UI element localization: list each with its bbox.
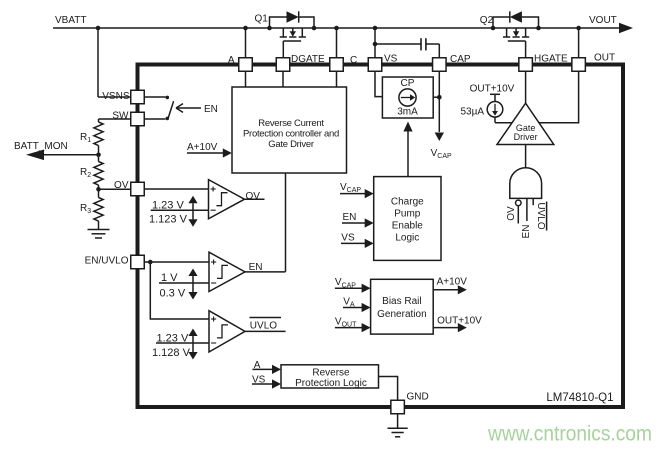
svg-text:EN: EN bbox=[249, 262, 263, 273]
svg-text:Pump: Pump bbox=[394, 208, 421, 219]
svg-text:SW: SW bbox=[112, 111, 129, 122]
svg-text:GND: GND bbox=[407, 392, 429, 403]
svg-text:CAP: CAP bbox=[450, 54, 471, 65]
svg-text:Bias Rail: Bias Rail bbox=[382, 296, 421, 307]
svg-text:1.23 V: 1.23 V bbox=[152, 199, 184, 211]
svg-text:OV: OV bbox=[246, 191, 261, 202]
svg-text:VS: VS bbox=[341, 232, 355, 243]
svg-text:Generation: Generation bbox=[377, 309, 426, 320]
svg-text:OUT+10V: OUT+10V bbox=[437, 316, 482, 327]
svg-text:OV: OV bbox=[114, 180, 129, 191]
svg-text:EN/UVLO: EN/UVLO bbox=[85, 256, 129, 267]
svg-text:VS: VS bbox=[252, 375, 266, 386]
svg-text:CP: CP bbox=[401, 78, 415, 89]
svg-text:Charge: Charge bbox=[391, 196, 424, 207]
svg-text:C: C bbox=[350, 55, 357, 66]
svg-text:A: A bbox=[228, 55, 235, 66]
svg-text:R3: R3 bbox=[80, 203, 91, 215]
svg-text:LM74810-Q1: LM74810-Q1 bbox=[546, 392, 613, 404]
svg-text:A+10V: A+10V bbox=[187, 142, 218, 153]
svg-text:VS: VS bbox=[384, 54, 398, 65]
svg-text:Enable: Enable bbox=[392, 220, 424, 231]
svg-text:EN: EN bbox=[343, 212, 357, 223]
svg-text:OUT: OUT bbox=[594, 53, 615, 64]
svg-text:A+10V: A+10V bbox=[437, 277, 468, 288]
svg-text:A: A bbox=[254, 360, 261, 371]
svg-text:Logic: Logic bbox=[395, 232, 419, 243]
svg-text:Driver: Driver bbox=[514, 132, 538, 142]
svg-text:1 V: 1 V bbox=[161, 272, 178, 284]
svg-text:OV: OV bbox=[506, 206, 517, 221]
svg-text:1.128 V: 1.128 V bbox=[152, 347, 191, 359]
svg-text:53µA: 53µA bbox=[461, 107, 485, 118]
svg-text:R2: R2 bbox=[80, 167, 91, 179]
svg-text:UVLO: UVLO bbox=[535, 202, 546, 229]
svg-text:VSNS: VSNS bbox=[102, 91, 130, 102]
svg-text:DGATE: DGATE bbox=[291, 54, 325, 65]
svg-text:UVLO: UVLO bbox=[250, 321, 277, 332]
svg-text:HGATE: HGATE bbox=[534, 54, 568, 65]
svg-text:Protection Logic: Protection Logic bbox=[295, 378, 367, 389]
svg-text:1.23 V: 1.23 V bbox=[157, 332, 189, 344]
svg-text:Reverse Current: Reverse Current bbox=[258, 118, 324, 129]
svg-text:VA: VA bbox=[343, 297, 355, 309]
svg-text:Q1: Q1 bbox=[255, 14, 269, 25]
svg-text:Q2: Q2 bbox=[480, 15, 494, 26]
svg-text:BATT_MON: BATT_MON bbox=[14, 141, 68, 152]
svg-text:VBATT: VBATT bbox=[55, 15, 86, 26]
svg-text:EN: EN bbox=[204, 104, 218, 115]
svg-text:1.123 V: 1.123 V bbox=[149, 214, 188, 226]
svg-text:Gate Driver: Gate Driver bbox=[268, 139, 314, 150]
svg-text:Gate: Gate bbox=[516, 123, 536, 133]
svg-text:0.3 V: 0.3 V bbox=[160, 288, 186, 300]
svg-text:3mA: 3mA bbox=[397, 107, 418, 118]
svg-text:Reverse: Reverse bbox=[312, 367, 350, 378]
svg-text:Protection controller and: Protection controller and bbox=[243, 129, 339, 140]
svg-text:EN: EN bbox=[521, 225, 532, 239]
svg-text:www.cntronics.com: www.cntronics.com bbox=[487, 423, 652, 446]
svg-text:R1: R1 bbox=[80, 132, 91, 144]
svg-text:VOUT: VOUT bbox=[589, 15, 617, 26]
svg-text:OUT+10V: OUT+10V bbox=[470, 84, 515, 95]
